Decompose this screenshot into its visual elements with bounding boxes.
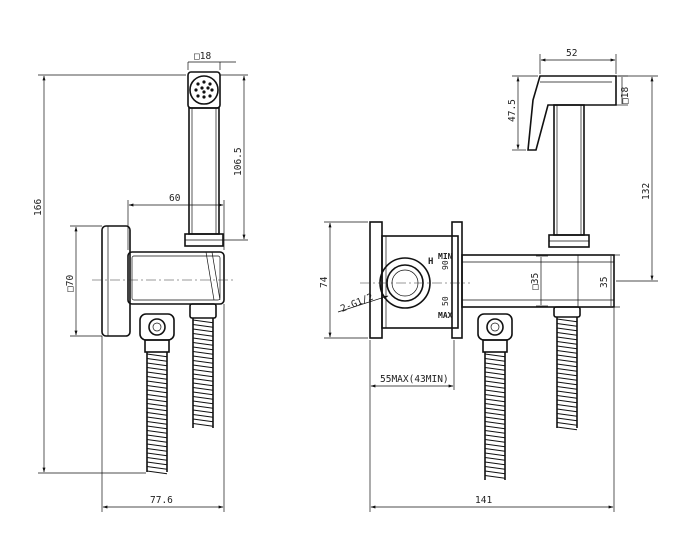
marker-ninety: 90 — [441, 260, 450, 270]
dim-side-handle-height: 132 — [641, 183, 652, 200]
front-spray-holes — [194, 80, 214, 99]
dim-side-overall-length: 141 — [475, 495, 492, 506]
side-handle — [553, 104, 585, 236]
side-hose-nut-right — [553, 306, 581, 318]
dim-side-head-thickness: □18 — [620, 87, 631, 104]
dim-front-head-width: □18 — [194, 51, 211, 62]
side-hose-nut-left — [477, 313, 513, 353]
marker-max: MAX — [438, 311, 453, 320]
front-head-frame — [187, 71, 221, 109]
dim-side-outlet-size: □35 — [530, 273, 541, 290]
side-view: H MIN 90 50 MAX — [319, 48, 658, 512]
front-handle — [188, 107, 220, 235]
front-wall-plate — [101, 225, 131, 337]
dim-side-head-height: 47.5 — [507, 99, 518, 122]
dim-side-head-width: 52 — [566, 48, 577, 59]
front-bracket — [127, 251, 225, 305]
marker-fifty: 50 — [441, 296, 450, 306]
dim-front-overall-height: 166 — [33, 199, 44, 216]
dim-side-body-height: 74 — [319, 276, 330, 288]
front-hose-nut-left — [139, 313, 175, 353]
dim-side-outlet-height: 35 — [599, 277, 610, 288]
side-outlet-bar — [461, 254, 615, 308]
front-view: □18 166 106.5 60 □70 77.6 — [33, 51, 248, 512]
front-spray-face — [189, 75, 219, 105]
front-hose-right — [192, 318, 214, 428]
front-hose-nut-right — [189, 303, 217, 319]
front-hose-left — [146, 352, 168, 475]
dim-front-plate-size: □70 — [65, 275, 76, 292]
dim-front-bracket-width: 60 — [169, 193, 181, 204]
marker-h: H — [428, 257, 433, 267]
dim-front-overall-width: 77.6 — [150, 495, 173, 506]
side-hose-right — [556, 317, 578, 431]
side-hose-left — [484, 352, 506, 480]
side-valve-body — [381, 235, 459, 329]
side-spray-head — [527, 75, 617, 151]
dim-side-depth: 55MAX(43MIN) — [380, 374, 449, 385]
marker-min: MIN — [438, 252, 453, 261]
dim-front-handle-length: 106.5 — [233, 147, 244, 176]
side-cover-flange — [451, 221, 463, 339]
